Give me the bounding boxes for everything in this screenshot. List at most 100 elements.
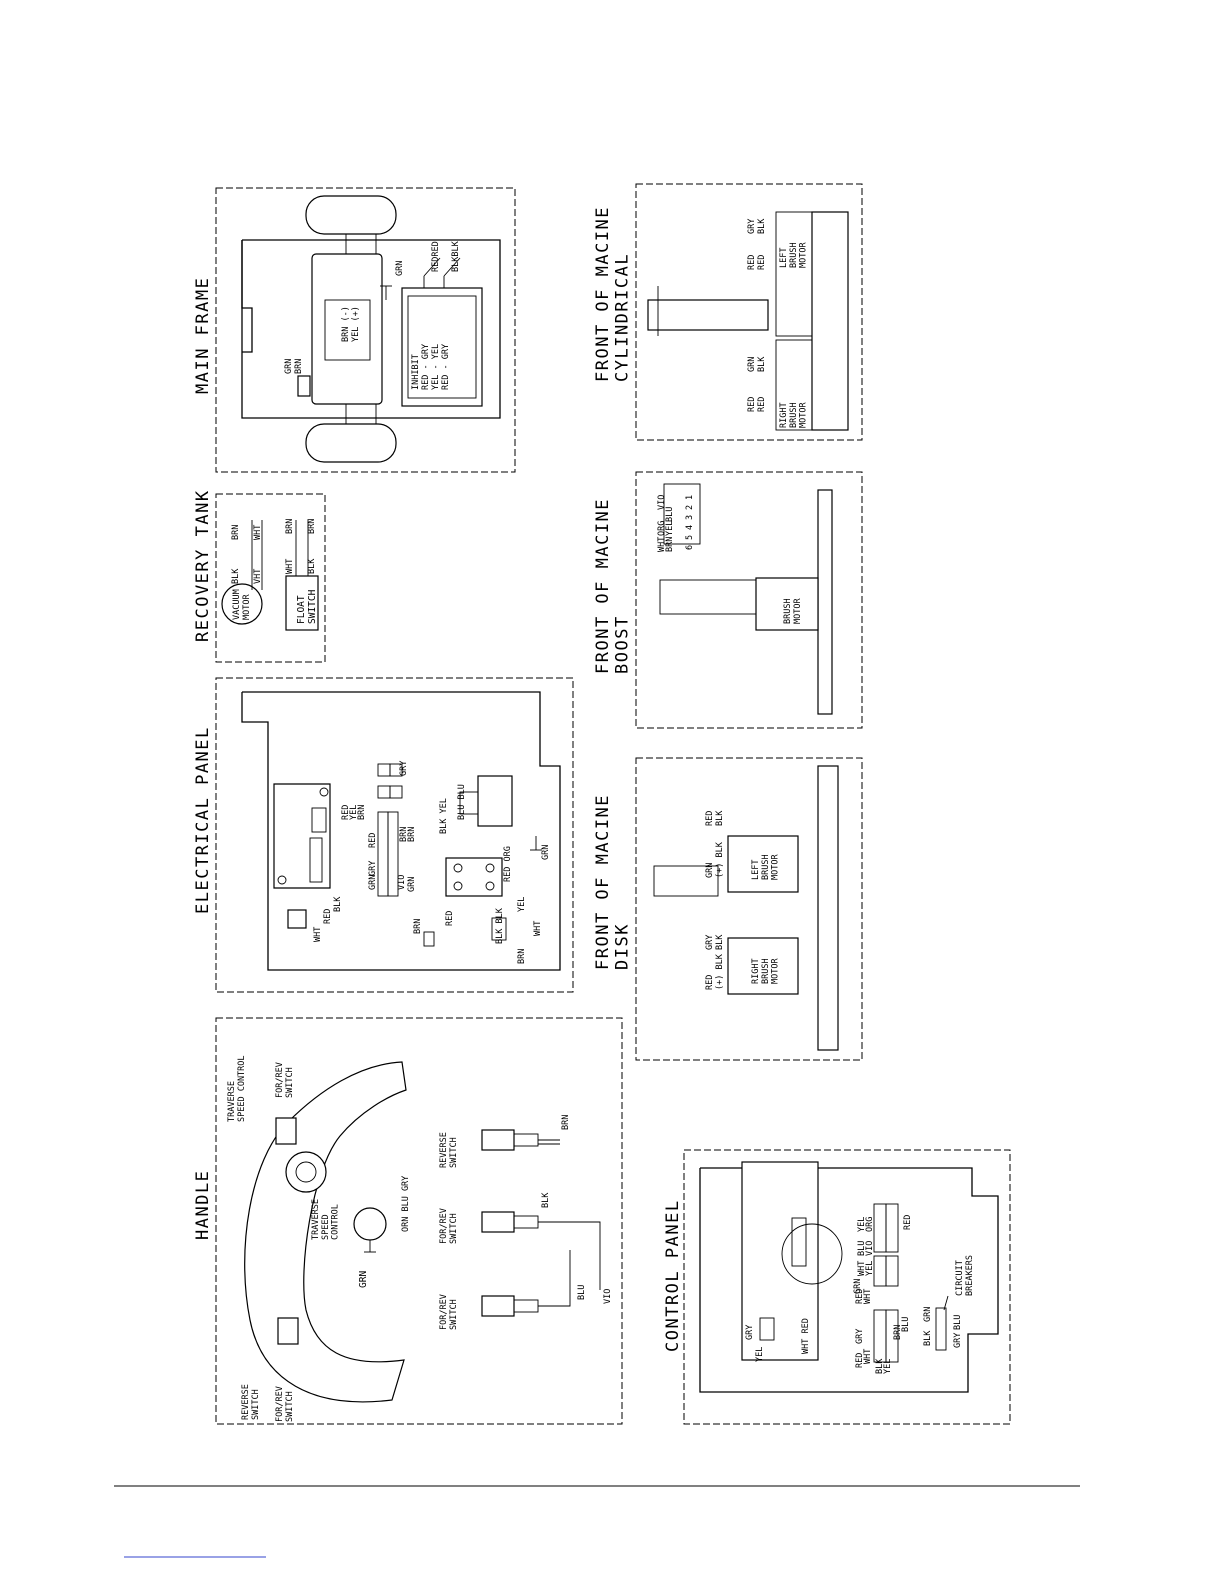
left-wheel <box>305 195 397 235</box>
ep-label-blk-blk: BLK BLK <box>495 907 505 944</box>
ep-label-wht-2: WHT <box>533 921 543 936</box>
cp-label-wht-2: WHT <box>863 1289 873 1304</box>
ep-label-red-2: RED <box>323 909 333 924</box>
front-disk-border <box>635 757 863 1061</box>
ep-label-grn-3: GRN <box>541 845 551 860</box>
cp-label-gry: GRY <box>745 1325 755 1340</box>
cyl-label-red-red: REDRED <box>747 255 767 270</box>
control-board <box>741 1161 819 1361</box>
right-wheel <box>305 423 397 463</box>
ep-label-red-t: RED <box>341 805 351 820</box>
terminal-strip-top <box>377 811 399 897</box>
traverse-speed-control-knob <box>285 1151 327 1193</box>
boost-pad-plate <box>817 489 833 715</box>
boost-wire-brn: BRN <box>665 537 675 552</box>
cp-label-gry-3: GRY <box>953 1333 963 1348</box>
handle-label-brn: BRN <box>561 1115 571 1130</box>
electrical-panel-title: ELECTRICAL PANEL <box>193 726 213 914</box>
drive-motor <box>311 253 383 405</box>
cp-label-yel-2: YEL <box>865 1261 875 1276</box>
cp-label-yel-3: YEL <box>755 1347 765 1362</box>
switch-symbols <box>481 1129 539 1317</box>
cp-label-blu-2: BLU <box>901 1317 911 1332</box>
ep-label-brn-c: BRN <box>413 919 423 934</box>
recovery-tank-label-blk-2: BLK <box>307 558 317 574</box>
recovery-tank-label-wht: WHT <box>253 525 263 540</box>
cp-label-blu-3: BLU <box>953 1315 963 1330</box>
disk-label-right-brush-motor: RIGHTBRUSHMOTOR <box>751 958 781 984</box>
handle-label-reverse-switch-2: REVERSESWITCH <box>439 1132 459 1168</box>
boost-label-brush-motor: BRUSHMOTOR <box>783 598 803 624</box>
boost-num-2: 2 <box>685 505 695 510</box>
control-panel-connectors <box>873 1203 947 1363</box>
boost-num-3: 3 <box>685 515 695 520</box>
handle-label-for-rev-switch-3: FOR/REVSWITCH <box>439 1294 459 1330</box>
handle-label-blk: BLK <box>541 1192 551 1208</box>
main-frame-label-yel-pos: YEL (+) <box>351 306 361 342</box>
main-frame-label-brn-neg: BRN (-) <box>341 306 351 342</box>
ep-label-brn-b: BRN <box>407 827 417 842</box>
main-frame-label-redred: REDRED <box>431 241 441 272</box>
handle-title: HANDLE <box>193 1170 213 1240</box>
brake-solenoid <box>297 375 311 397</box>
handle-border <box>215 1017 623 1425</box>
handle-panel: HANDLE TRAVERSESPEED CONTROL FOR/REVSWIT… <box>193 1017 623 1425</box>
main-frame-label-grn-brn: GRNBRN <box>284 359 304 374</box>
ep-label-brn-t: BRN <box>357 805 367 820</box>
main-frame-title: MAIN FRAME <box>193 277 213 394</box>
speed-controller <box>401 287 483 407</box>
boost-num-5: 5 <box>685 535 695 540</box>
cp-label-wht: WHT <box>857 1261 867 1276</box>
handle-label-for-rev-switch-top: FOR/REVSWITCH <box>275 1062 295 1098</box>
cp-label-blk: BLK <box>875 1358 885 1374</box>
front-cylindrical-panel: FRONT OF MACINECYLINDRICAL GRYBLK REDRED… <box>593 183 863 441</box>
front-disk-title: FRONT OF MACINEDISK <box>593 794 633 970</box>
main-frame-label-yel-yel: YEL - YEL <box>431 344 441 390</box>
handle-label-for-rev-switch-bottom: FOR/REVSWITCH <box>275 1386 295 1422</box>
vacuum-motor-symbol <box>221 583 263 625</box>
ep-label-red-3: RED <box>445 911 455 926</box>
electrical-panel-border <box>215 677 574 993</box>
ep-label-wht: WHT <box>313 927 323 942</box>
front-boost-title: FRONT OF MACINEBOOST <box>593 498 633 674</box>
main-contactor <box>477 775 513 827</box>
ep-label-yel: YEL <box>517 897 527 912</box>
ep-label-gry: GRY <box>399 761 409 776</box>
cp-label-blu: BLU <box>857 1241 867 1256</box>
handle-grip <box>244 1061 407 1403</box>
ep-label-brn-d: BRN <box>517 949 527 964</box>
cp-label-brn: BRN <box>893 1325 903 1340</box>
main-frame-label-grn: GRN <box>395 261 405 276</box>
handle-label-grn: GRN <box>358 1271 369 1288</box>
disk-label-gry-blk: GRYBLK <box>705 934 725 950</box>
boost-num-4: 4 <box>685 525 695 530</box>
cp-label-gry-2: GRY <box>855 1329 865 1344</box>
recovery-tank-title: RECOVERY TANK <box>193 489 213 642</box>
reverse-switch-bracket <box>277 1317 299 1345</box>
ep-label-grn: GRN <box>368 875 378 890</box>
cyl-label-left-brush-motor: LEFTBRUSHMOTOR <box>779 242 809 268</box>
recovery-tank-label-brn-2: BRN <box>285 519 295 534</box>
ep-label-grn-2: GRN <box>407 877 417 892</box>
control-panel-border <box>683 1149 1011 1425</box>
speed-pot <box>353 1207 387 1241</box>
cyl-label-grn-blk: GRNBLK <box>747 356 767 372</box>
ep-label-blk-yel: BLK YEL <box>439 798 449 834</box>
boost-brush-motor <box>755 577 819 631</box>
handle-label-vio: VIO <box>603 1289 613 1304</box>
ep-label-red-org: RED ORG <box>503 846 513 882</box>
cp-label-red-3: RED <box>855 1353 865 1368</box>
handle-label-wire-set: ORN BLU GRY <box>401 1176 411 1232</box>
disk-label-red-blk-2: RED(+) BLK <box>705 953 725 990</box>
cyl-label-gry-blk: GRYBLK <box>747 218 767 234</box>
recovery-tank-border <box>215 493 326 663</box>
cp-label-vio: VIO <box>865 1241 875 1256</box>
ep-label-red: RED <box>368 833 378 848</box>
main-frame-label-red-gry-2: RED - GRY <box>441 344 451 390</box>
ep-label-brn-a: BRN <box>399 827 409 842</box>
handle-label-for-rev-switch-2: FOR/REVSWITCH <box>439 1208 459 1244</box>
left-disk-brush-motor <box>727 835 799 893</box>
small-relay <box>287 909 307 929</box>
